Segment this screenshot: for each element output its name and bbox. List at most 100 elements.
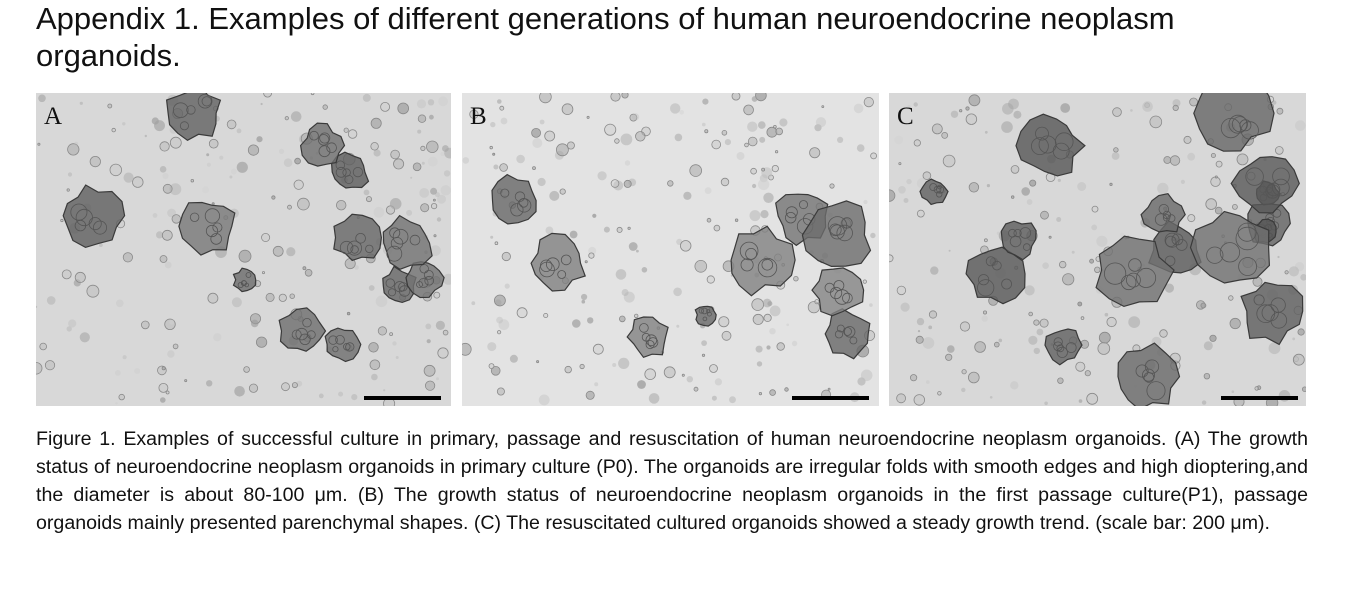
cell-debris [681, 373, 685, 377]
cell-debris [1203, 373, 1211, 380]
cell-debris [635, 131, 646, 142]
organoid-texture [350, 245, 359, 254]
cell-debris [761, 167, 766, 172]
cell-debris [756, 361, 763, 367]
organoid-texture [344, 175, 354, 185]
cell-debris [516, 307, 528, 319]
cell-debris [497, 99, 502, 104]
organoid-texture [345, 342, 355, 352]
cell-debris [440, 152, 445, 156]
cell-debris [132, 176, 144, 188]
cell-debris [1024, 285, 1035, 296]
cell-debris [487, 342, 497, 352]
cell-debris [1215, 160, 1223, 168]
cell-debris [621, 289, 629, 296]
cell-debris [351, 394, 358, 401]
cell-debris [965, 106, 970, 111]
organoid-texture [302, 317, 312, 328]
cell-debris [436, 377, 439, 381]
cell-debris [769, 389, 776, 396]
cell-debris [755, 93, 767, 102]
organoid-texture [929, 183, 938, 192]
cell-debris [499, 105, 505, 111]
cell-debris [318, 393, 324, 399]
cell-debris [632, 113, 640, 121]
cell-debris [821, 105, 825, 109]
cell-debris [566, 141, 575, 150]
cell-debris [623, 291, 635, 303]
cell-debris [1209, 334, 1217, 342]
cell-debris [1089, 258, 1095, 264]
cell-debris [676, 324, 680, 328]
cell-debris [581, 293, 588, 301]
organoid-texture [1231, 116, 1248, 133]
organoid-texture [702, 316, 708, 322]
cell-debris [1295, 120, 1306, 131]
cell-debris [585, 390, 595, 400]
organoid-texture [539, 261, 555, 278]
organoid-texture [785, 206, 798, 219]
cell-debris [1164, 283, 1174, 293]
cell-debris [417, 114, 427, 123]
cell-debris [1094, 266, 1101, 273]
cell-debris [39, 342, 47, 351]
organoid-texture [514, 191, 526, 202]
organoid-texture [745, 247, 758, 260]
cell-debris [322, 104, 328, 110]
cell-debris [718, 316, 730, 328]
cell-debris [79, 101, 83, 105]
cell-debris [714, 378, 722, 386]
cell-debris [429, 114, 434, 120]
cell-debris [134, 368, 141, 374]
cell-debris [1057, 377, 1064, 384]
cell-debris [704, 129, 709, 134]
organoid-texture [740, 258, 754, 272]
cell-debris [430, 187, 438, 195]
cell-debris [86, 284, 100, 298]
cell-debris [968, 182, 980, 193]
cell-debris [564, 365, 572, 374]
cell-debris [1098, 331, 1111, 344]
cell-debris [442, 329, 449, 336]
cell-debris [667, 180, 674, 187]
organoid-texture [205, 224, 219, 238]
panel-label-b: B [470, 103, 487, 130]
cell-debris [159, 141, 170, 152]
cell-debris [169, 183, 182, 196]
cell-debris [1104, 312, 1109, 317]
organoid-texture [306, 330, 316, 340]
cell-debris [807, 301, 820, 314]
cell-debris [721, 330, 732, 341]
cell-debris [747, 121, 758, 132]
cell-debris [424, 380, 436, 391]
cell-debris [961, 387, 966, 393]
organoid-texture [398, 282, 408, 292]
cell-debris [686, 376, 693, 383]
organoid-texture [204, 208, 220, 224]
cell-debris [289, 293, 295, 299]
cell-debris [421, 161, 425, 165]
cell-debris [271, 195, 276, 200]
cell-debris [587, 317, 594, 324]
cell-debris [584, 260, 588, 264]
cell-debris [1028, 335, 1038, 345]
cell-debris [771, 165, 779, 173]
cell-debris [1210, 153, 1216, 159]
cell-debris [791, 340, 798, 347]
cell-debris [673, 287, 682, 297]
cell-debris [427, 99, 435, 106]
cell-debris [1157, 182, 1169, 195]
cell-debris [159, 166, 167, 173]
cell-debris [702, 122, 706, 127]
organoid-texture [409, 234, 421, 246]
cell-debris [759, 136, 766, 143]
cell-debris [760, 210, 769, 219]
organoid-texture [834, 330, 844, 339]
cell-debris [123, 172, 134, 183]
cell-debris [744, 142, 749, 148]
organoid-texture [419, 264, 429, 274]
cell-debris [66, 326, 72, 332]
cell-debris [162, 183, 173, 194]
cell-debris [213, 333, 222, 342]
scale-bar-c [1221, 396, 1298, 400]
